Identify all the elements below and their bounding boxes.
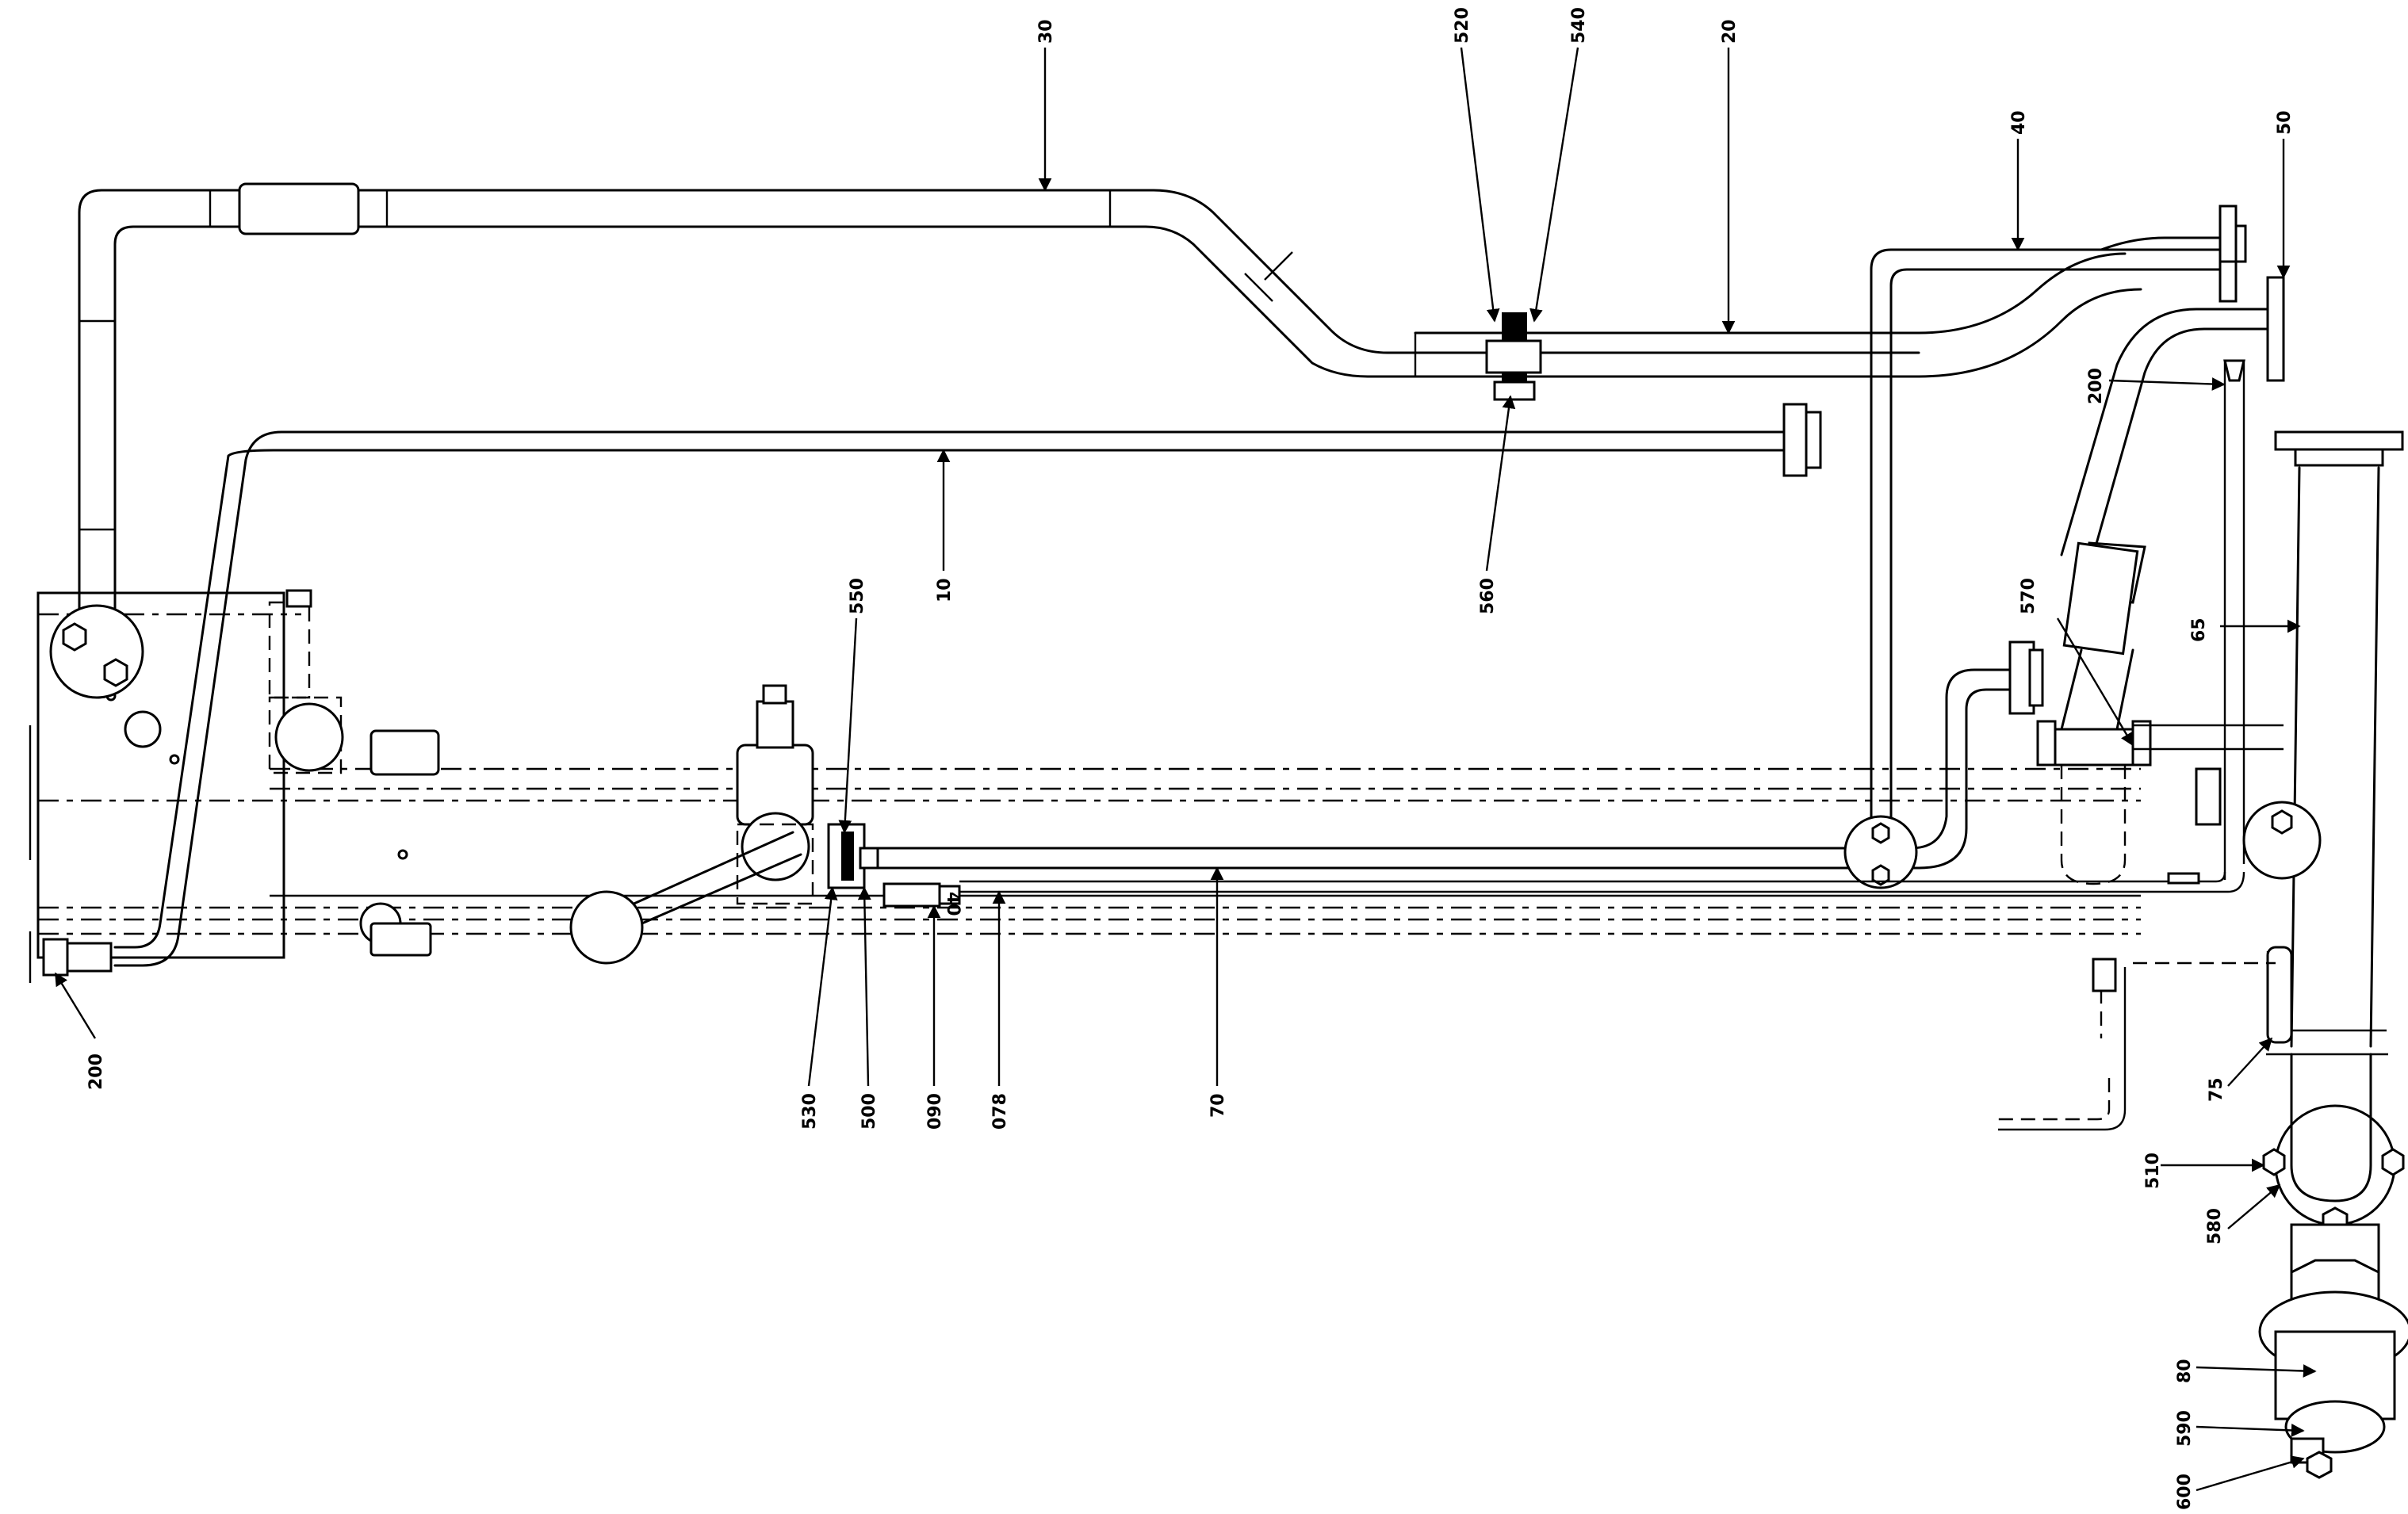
pipe-70-inner	[863, 688, 2016, 870]
hose-assembly	[2036, 541, 2152, 885]
pipe-30-outer	[78, 189, 1920, 652]
pipe-70-outer	[863, 668, 2016, 850]
round-clamp	[2242, 801, 2322, 880]
valve-hidden	[736, 823, 814, 905]
bracket-hidden	[268, 601, 311, 699]
leader-520	[1460, 47, 1500, 323]
label-590: 590	[2175, 1410, 2195, 1447]
valve-disc	[741, 812, 810, 881]
label-40-small: 40	[943, 892, 963, 916]
fitting-200-left	[42, 938, 69, 977]
label-560: 560	[1478, 578, 1498, 614]
leader-590	[2196, 1424, 2305, 1437]
hose-hidden	[2060, 765, 2127, 885]
label-600: 600	[2175, 1474, 2195, 1510]
pipe-70	[863, 442, 2245, 893]
top-flange-65	[2274, 430, 2404, 451]
leader-580	[2227, 1183, 2281, 1229]
label-75: 75	[2207, 1077, 2226, 1102]
label-20: 20	[1720, 19, 1740, 44]
part-labels: 30 520 540 20 40 50 200 10 560 550 570 6…	[86, 7, 2295, 1510]
base-frame	[29, 589, 2141, 983]
pipe-40-outer	[1870, 248, 2226, 445]
leader-540	[1529, 47, 1579, 323]
label-40: 40	[2009, 110, 2029, 135]
coupling-30	[238, 182, 360, 235]
leader-80	[2196, 1364, 2317, 1378]
label-200-right: 200	[2086, 368, 2106, 404]
label-10: 10	[935, 578, 955, 602]
pipe-10	[42, 403, 1822, 977]
bolt-hex	[62, 622, 87, 652]
pipe-078	[959, 871, 2245, 893]
clamp-570	[2042, 728, 2141, 767]
leader-550	[838, 617, 858, 834]
label-520: 520	[1453, 7, 1472, 44]
pipe-30	[49, 182, 1920, 699]
label-70: 70	[1208, 1093, 1228, 1118]
pipe-20-top	[1414, 252, 2127, 335]
lever-pivot	[569, 890, 644, 965]
leader-560	[1485, 395, 1516, 572]
label-078: 078	[990, 1093, 1010, 1130]
label-510: 510	[2143, 1153, 2163, 1189]
leader-200-left	[54, 972, 97, 1039]
pipe-10-inner	[113, 449, 1794, 949]
corner-tab	[285, 589, 312, 608]
fitting-200-right	[2223, 359, 2245, 382]
leader-75	[2227, 1037, 2273, 1087]
block-small	[369, 729, 440, 776]
label-200-left: 200	[86, 1053, 106, 1090]
hole-small-2	[169, 754, 180, 765]
pipe-40	[1870, 205, 2247, 445]
label-50: 50	[2275, 110, 2295, 135]
nut-560	[1493, 380, 1536, 401]
flange-50	[2266, 276, 2285, 382]
pipe-50-inner	[2092, 327, 2269, 556]
label-550: 550	[848, 578, 867, 614]
label-80: 80	[2175, 1359, 2195, 1383]
pipe-30-inner	[113, 225, 1920, 652]
pipe-40-inner	[1889, 268, 2226, 445]
leader-200-right	[2108, 377, 2226, 391]
column-65	[1998, 430, 2408, 1479]
leader-600	[2196, 1455, 2305, 1492]
valve-assembly	[359, 684, 961, 965]
fitting-090	[882, 882, 941, 908]
flange-joint-520	[1485, 339, 1542, 374]
bracket-hidden-2	[268, 696, 343, 774]
pipe-65	[2290, 466, 2380, 1048]
leader-500	[857, 886, 871, 1087]
pipe-30-end-flange	[49, 604, 144, 699]
flange-round-70	[1843, 815, 1918, 889]
label-65: 65	[2189, 617, 2209, 642]
pipe-10-outer	[113, 430, 1794, 967]
bolt-hex-2	[103, 658, 128, 687]
pipe-50-outer	[2060, 308, 2269, 556]
bracket-right	[2195, 767, 2222, 826]
pipe-20-bottom	[1917, 288, 2142, 378]
label-570: 570	[2019, 578, 2039, 614]
gasket-540	[1502, 312, 1527, 342]
label-580: 580	[2205, 1208, 2225, 1244]
leader-570	[2056, 617, 2134, 747]
leaders	[54, 47, 2317, 1492]
hole-medium	[124, 710, 162, 748]
leader-530	[807, 886, 838, 1087]
label-500: 500	[859, 1093, 879, 1130]
pipe-50	[2060, 276, 2285, 880]
flange-10	[1782, 403, 1808, 477]
hole-large	[274, 702, 344, 772]
label-530: 530	[800, 1093, 820, 1130]
pipe-20	[1414, 252, 2142, 401]
label-090: 090	[925, 1093, 945, 1130]
hose-sleeve	[2062, 541, 2139, 656]
label-540: 540	[1569, 7, 1589, 44]
label-30: 30	[1036, 19, 1056, 44]
valve-actuator	[756, 700, 794, 749]
mount-block	[369, 922, 432, 957]
hole-small-3	[397, 849, 408, 860]
